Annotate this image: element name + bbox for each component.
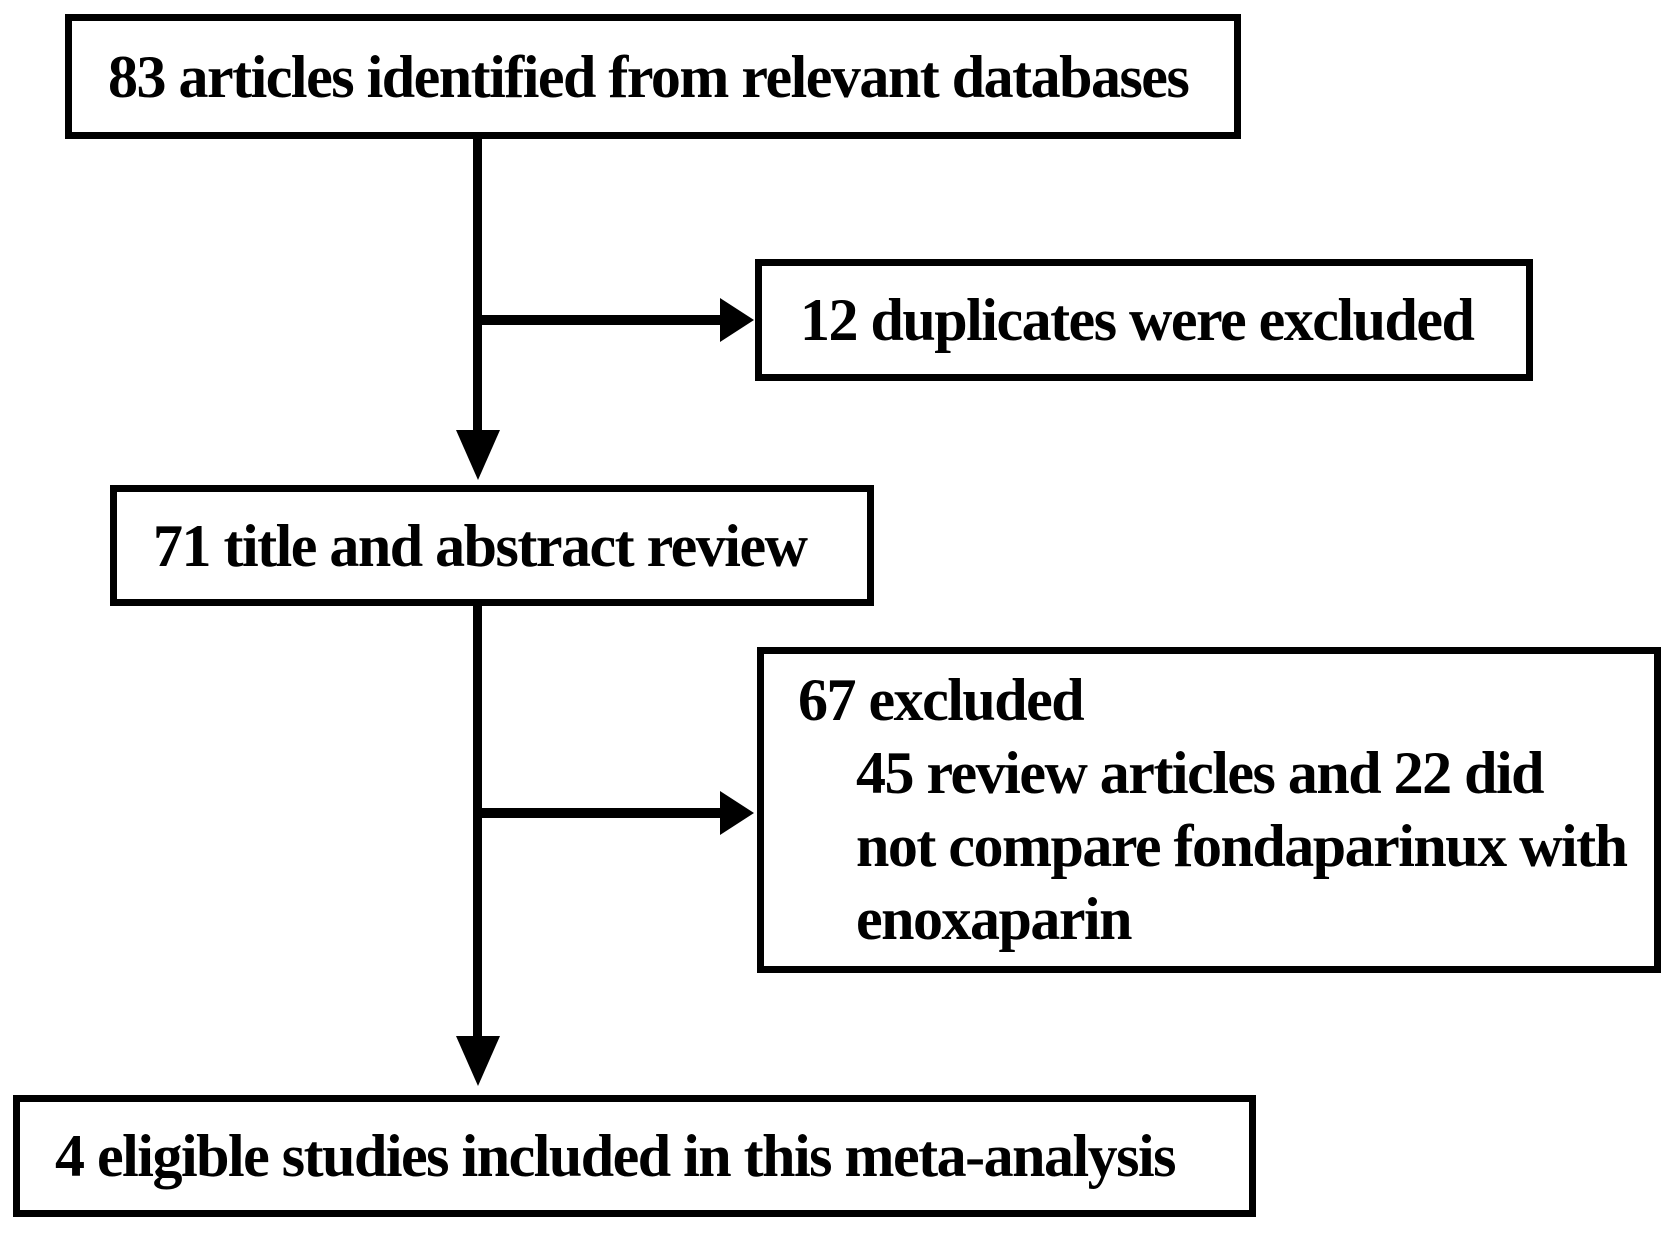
node-excluded-line-3: not compare fondaparinux with — [856, 813, 1628, 879]
node-duplicates-excluded: 12 duplicates were excluded — [755, 259, 1533, 381]
node-duplicates-excluded-label: 12 duplicates were excluded — [800, 287, 1475, 353]
node-title-abstract-review-label: 71 title and abstract review — [153, 512, 808, 579]
node-excluded-line-2: 45 review articles and 22 did — [856, 740, 1545, 806]
arrow-identified-to-screening-line — [473, 138, 482, 434]
node-articles-identified-label: 83 articles identified from relevant dat… — [108, 43, 1190, 110]
node-excluded-line-4: enoxaparin — [856, 886, 1133, 952]
node-eligible-studies-label: 4 eligible studies included in this meta… — [55, 1123, 1177, 1189]
arrow-screening-to-eligible-line — [473, 605, 482, 1037]
arrow-right-icon — [720, 791, 754, 835]
arrow-down-icon — [456, 1036, 500, 1086]
arrow-right-icon — [720, 298, 754, 342]
node-excluded: 67 excluded 45 review articles and 22 di… — [757, 647, 1661, 973]
node-articles-identified: 83 articles identified from relevant dat… — [65, 14, 1241, 139]
node-title-abstract-review: 71 title and abstract review — [110, 485, 874, 606]
arrow-branch-duplicates-line — [477, 315, 722, 325]
node-eligible-studies: 4 eligible studies included in this meta… — [13, 1095, 1256, 1217]
arrow-branch-excluded-line — [477, 808, 722, 818]
node-excluded-line-1: 67 excluded — [798, 667, 1085, 733]
arrow-down-icon — [456, 430, 500, 480]
